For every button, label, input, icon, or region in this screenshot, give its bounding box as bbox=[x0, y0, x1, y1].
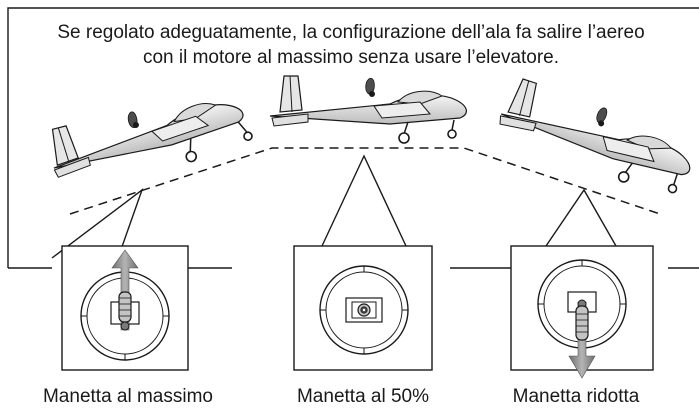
flight-path-dashed-line bbox=[69, 147, 661, 215]
throttle-label-half: Manetta al 50% bbox=[297, 386, 429, 407]
callout-pointer-right bbox=[545, 188, 617, 247]
callout-pointer-center bbox=[321, 154, 407, 247]
throttle-label-low: Manetta ridotta bbox=[513, 386, 640, 407]
aircraft-climbing bbox=[51, 103, 253, 178]
throttle-panel-half: Manetta al 50% bbox=[293, 245, 433, 407]
stick-icon bbox=[575, 299, 589, 341]
aircraft-descending bbox=[499, 78, 691, 194]
stick-icon bbox=[118, 291, 132, 331]
aircraft-level bbox=[269, 75, 467, 144]
throttle-panel-low: Manetta ridotta bbox=[510, 245, 654, 407]
callout-pointer-left bbox=[51, 188, 144, 259]
stick-icon bbox=[357, 303, 371, 317]
throttle-label-max: Manetta al massimo bbox=[43, 386, 213, 407]
throttle-panel-max: Manetta al massimo bbox=[43, 245, 213, 407]
caption-line-1: Se regolato adeguatamente, la configuraz… bbox=[57, 22, 644, 43]
caption-line-2: con il motore al massimo senza usare l’e… bbox=[143, 47, 559, 68]
